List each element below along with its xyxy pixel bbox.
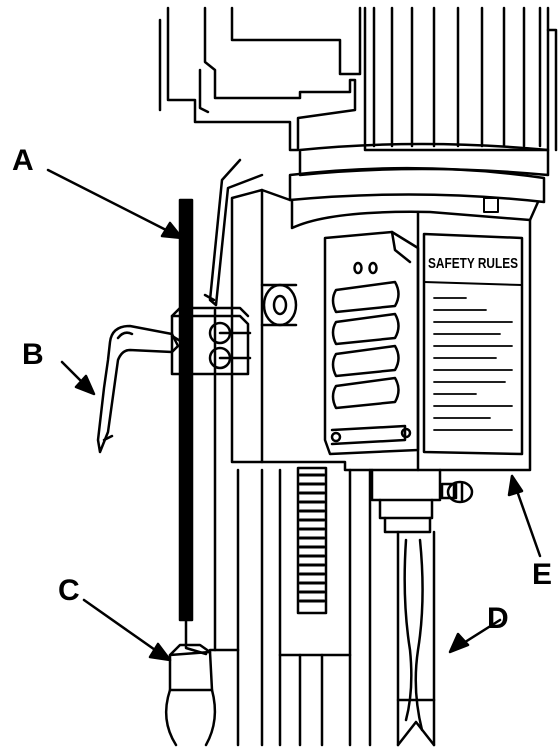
mortise-chisel [396,530,436,747]
depth-stop-rod [178,198,194,622]
head-casting [203,158,540,472]
rack [296,466,328,615]
quill-lock-knob [440,480,474,504]
callout-c: C [58,574,80,607]
safety-plate [422,232,524,456]
column [208,308,372,747]
spindle-quill [370,468,442,534]
motor-collar [288,142,550,213]
callout-a: A [12,144,34,177]
callout-b: B [22,338,44,371]
lower-stop-collar [164,598,217,747]
safety-plate-title: SAFETY RULES [428,255,518,272]
rod-clamp-block [170,306,252,376]
belt-guard [158,6,362,152]
leader-arrows [46,168,542,662]
callout-d: D [487,602,509,635]
motor [363,6,558,152]
vent-panel [323,230,420,456]
callout-e: E [532,558,553,591]
lock-handle [96,324,184,454]
